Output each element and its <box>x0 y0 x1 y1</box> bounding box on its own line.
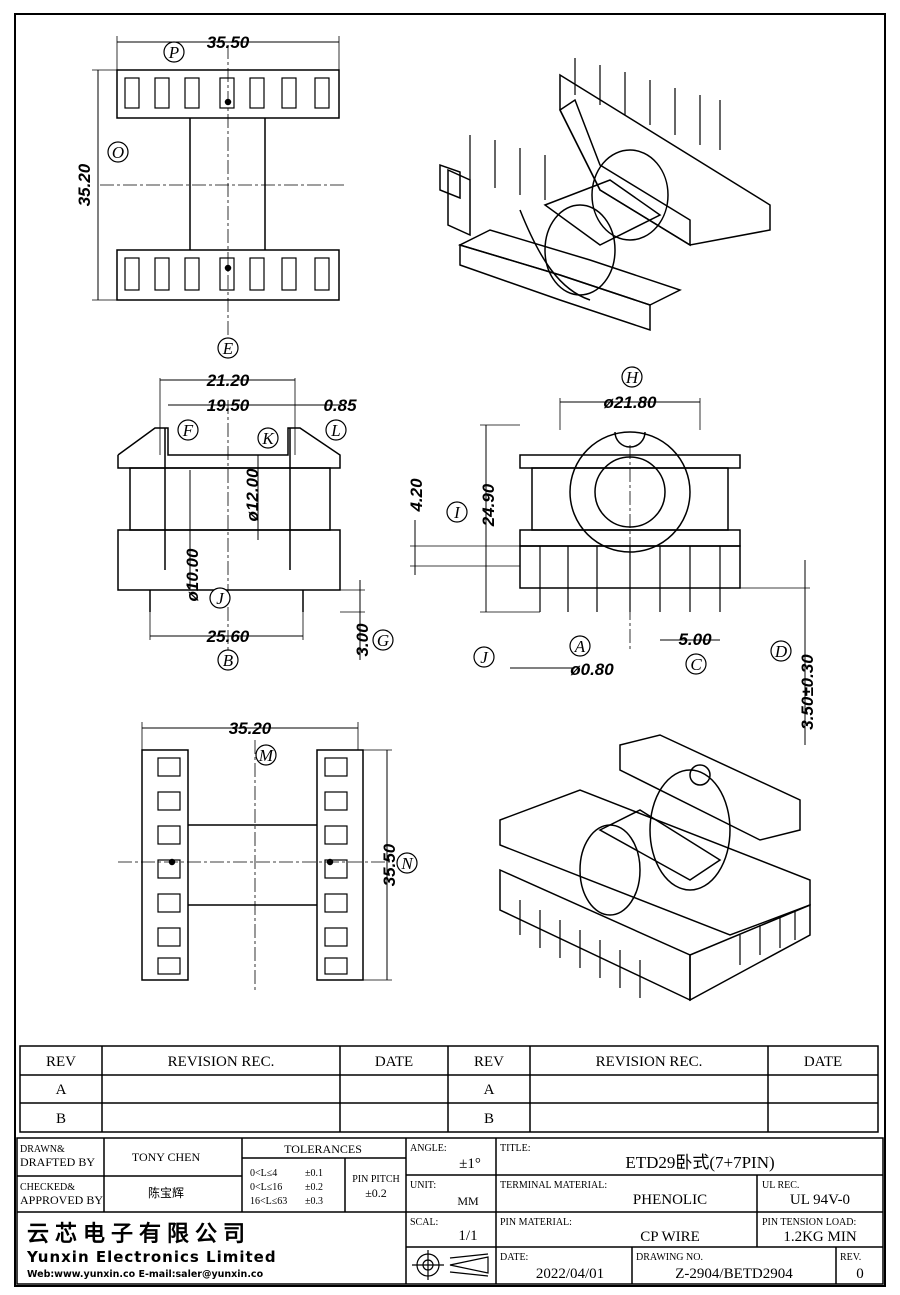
date-label: DATE: <box>500 1252 528 1263</box>
pin-tension-label: PIN TENSION LOAD: <box>762 1217 856 1228</box>
label-d: D <box>774 642 788 661</box>
tol-value-2: ±0.2 <box>305 1182 323 1193</box>
dim-front-step: 4.20 <box>407 478 426 513</box>
ul-rec-label: UL REC. <box>762 1180 799 1191</box>
dim-top-width: 35.50 <box>207 33 250 52</box>
label-p: P <box>168 43 179 62</box>
reference-labels: P O E F K L J B G H I J A C D M N <box>107 41 792 874</box>
angle-value: ±1° <box>459 1156 481 1172</box>
company-name-cn: 云芯电子有限公司 <box>27 1221 251 1247</box>
title-value: ETD29卧式(7+7PIN) <box>625 1153 774 1172</box>
terminal-material-value: PHENOLIC <box>633 1192 707 1208</box>
pin-pitch-label: PIN PITCH <box>352 1174 400 1185</box>
rev-row-a-right: A <box>484 1082 495 1098</box>
rev-header-rec-2: REVISION REC. <box>596 1054 703 1070</box>
label-a: A <box>574 637 586 656</box>
rev-header-rec-1: REVISION REC. <box>168 1054 275 1070</box>
date-value: 2022/04/01 <box>536 1266 604 1282</box>
dim-side-wall: 0.85 <box>323 396 357 415</box>
label-g: G <box>377 631 389 650</box>
rev-header-rev-1: REV <box>46 1054 76 1070</box>
isometric-view-bottom <box>499 734 811 1002</box>
label-j-front: J <box>480 648 489 667</box>
rev-row-b-right: B <box>484 1111 494 1127</box>
dim-side-inner: 19.50 <box>207 396 250 415</box>
pin-material-label: PIN MATERIAL: <box>500 1217 572 1228</box>
drawn-label-1: DRAWN& <box>20 1144 65 1155</box>
pin-tension-value: 1.2KG MIN <box>783 1229 856 1245</box>
rev-value: 0 <box>856 1266 864 1282</box>
label-e: E <box>222 339 234 358</box>
terminal-material-label: TERMINAL MATERIAL: <box>500 1180 607 1191</box>
checked-label-2: APPROVED BY <box>20 1193 103 1207</box>
rev-header-date-2: DATE <box>804 1054 842 1070</box>
pin-pitch-value: ±0.2 <box>365 1186 387 1200</box>
side-view <box>117 378 365 660</box>
tol-range-2: 0<L≤16 <box>250 1182 282 1193</box>
unit-label: UNIT: <box>410 1180 436 1191</box>
label-n: N <box>400 854 414 873</box>
tolerances-label: TOLERANCES <box>284 1142 362 1156</box>
tol-range-1: 0<L≤4 <box>250 1168 277 1179</box>
revision-table: REV REVISION REC. DATE REV REVISION REC.… <box>19 1045 879 1133</box>
label-j-side: J <box>216 589 225 608</box>
company-name-en: Yunxin Electronics Limited <box>26 1248 277 1266</box>
company-web: Web:www.yunxin.co E-mail:saler@yunxin.co <box>27 1269 264 1280</box>
rev-row-a-left: A <box>56 1082 67 1098</box>
label-i: I <box>453 503 461 522</box>
rev-header-date-1: DATE <box>375 1054 413 1070</box>
rev-row-b-left: B <box>56 1111 66 1127</box>
title-block: DRAWN& DRAFTED BY TONY CHEN CHECKED& APP… <box>16 1137 884 1285</box>
rev-label: REV. <box>840 1252 861 1263</box>
label-m: M <box>258 746 274 765</box>
scale-value: 1/1 <box>458 1228 477 1244</box>
top-view <box>92 36 345 335</box>
checked-label-1: CHECKED& <box>20 1182 75 1193</box>
drawn-label-2: DRAFTED BY <box>20 1155 95 1169</box>
tol-range-3: 16<L≤63 <box>250 1196 287 1207</box>
dim-side-outer: 21.20 <box>206 371 250 390</box>
tol-value-1: ±0.1 <box>305 1168 323 1179</box>
rev-header-rev-2: REV <box>474 1054 504 1070</box>
label-f: F <box>182 421 194 440</box>
dim-front-flange: ø21.80 <box>604 393 657 412</box>
pin-material-value: CP WIRE <box>640 1229 700 1245</box>
scale-label: SCAL: <box>410 1217 438 1228</box>
dim-bottom-height: 35.50 <box>380 843 399 886</box>
drawing-no-value: Z-2904/BETD2904 <box>675 1266 793 1282</box>
dim-top-height: 35.20 <box>75 163 94 206</box>
dim-side-bobbin: ø12.00 <box>243 468 262 521</box>
bottom-view <box>118 722 392 990</box>
dim-side-pin-span: 25.60 <box>206 627 250 646</box>
dim-front-pin-len: 3.50±0.30 <box>798 654 817 730</box>
label-c: C <box>690 655 702 674</box>
ul-rec-value: UL 94V-0 <box>790 1192 850 1208</box>
front-view <box>410 398 810 745</box>
angle-label: ANGLE: <box>410 1143 447 1154</box>
tol-value-3: ±0.3 <box>305 1196 323 1207</box>
isometric-view-top <box>439 58 771 332</box>
label-b: B <box>223 651 234 670</box>
dim-bottom-width: 35.20 <box>229 719 272 738</box>
approved-by-value: 陈宝辉 <box>148 1185 184 1200</box>
dim-front-pitch: 5.00 <box>678 630 712 649</box>
label-h: H <box>625 368 640 387</box>
unit-value: MM <box>457 1194 479 1208</box>
dim-front-pin-dia: ø0.80 <box>570 660 614 679</box>
dim-side-core: ø10.00 <box>183 548 202 601</box>
drawn-by-value: TONY CHEN <box>132 1150 201 1164</box>
label-o: O <box>112 143 124 162</box>
dim-side-pin-len: 3.00 <box>353 623 372 657</box>
sheet-border <box>14 13 886 1287</box>
dim-front-height: 24.90 <box>479 483 498 527</box>
title-label: TITLE: <box>500 1143 531 1154</box>
label-k: K <box>261 429 275 448</box>
label-l: L <box>330 421 340 440</box>
drawing-no-label: DRAWING NO. <box>636 1252 703 1263</box>
projection-symbol-icon <box>412 1250 489 1280</box>
